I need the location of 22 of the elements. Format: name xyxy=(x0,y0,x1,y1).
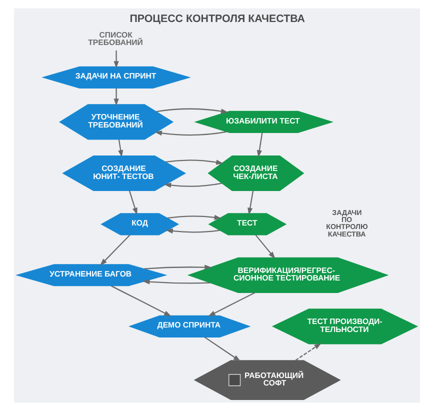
arrow xyxy=(118,139,124,158)
arrow xyxy=(154,130,227,136)
arrow xyxy=(128,190,138,216)
arrow xyxy=(248,190,254,216)
arrow xyxy=(204,336,241,362)
arrow xyxy=(295,342,322,361)
arrow xyxy=(166,228,220,234)
node-text: СПИСОК ТРЕБОВАНИЙ xyxy=(88,30,143,48)
arrow xyxy=(114,50,119,68)
arrow xyxy=(142,279,210,284)
arrow xyxy=(166,160,224,165)
arrow xyxy=(114,88,119,106)
arrow xyxy=(255,234,276,259)
diagram-title: ПРОЦЕСС КОНТРОЛЯ КАЧЕСТВА xyxy=(130,12,306,25)
arrow xyxy=(100,234,130,266)
arrow xyxy=(144,264,212,270)
arrow xyxy=(156,108,228,114)
arrow xyxy=(111,285,172,316)
arrow xyxy=(167,214,222,220)
arrow xyxy=(256,132,263,158)
arrow xyxy=(208,292,256,316)
arrow xyxy=(164,182,222,188)
